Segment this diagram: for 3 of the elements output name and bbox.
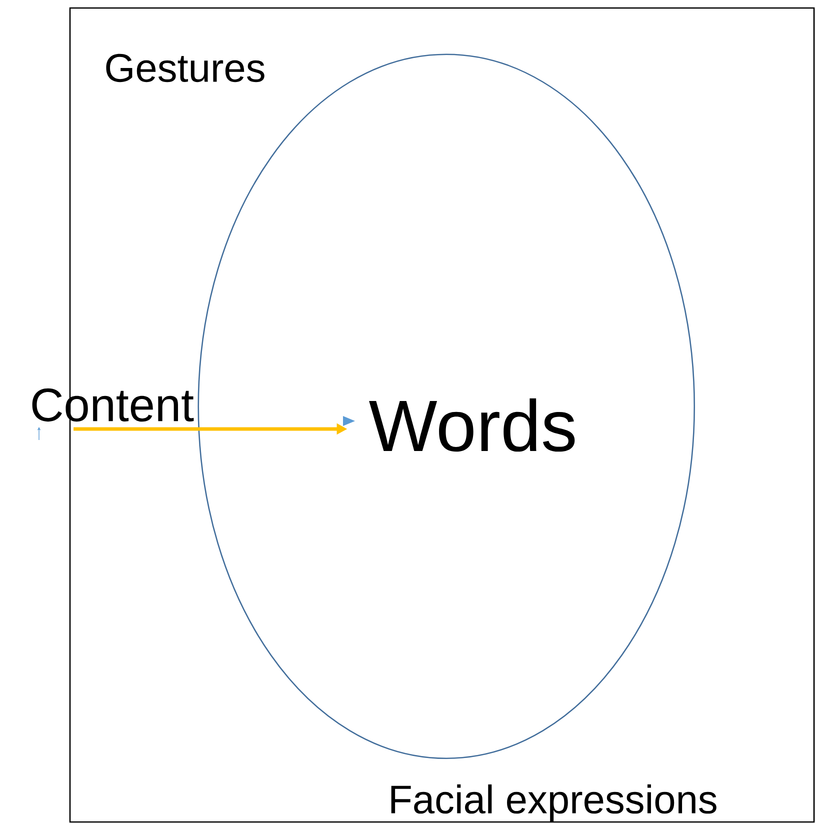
oval-label: Words (369, 398, 575, 452)
box-label: Gestures (106, 54, 264, 82)
box-label: Facial expressions (391, 784, 716, 822)
